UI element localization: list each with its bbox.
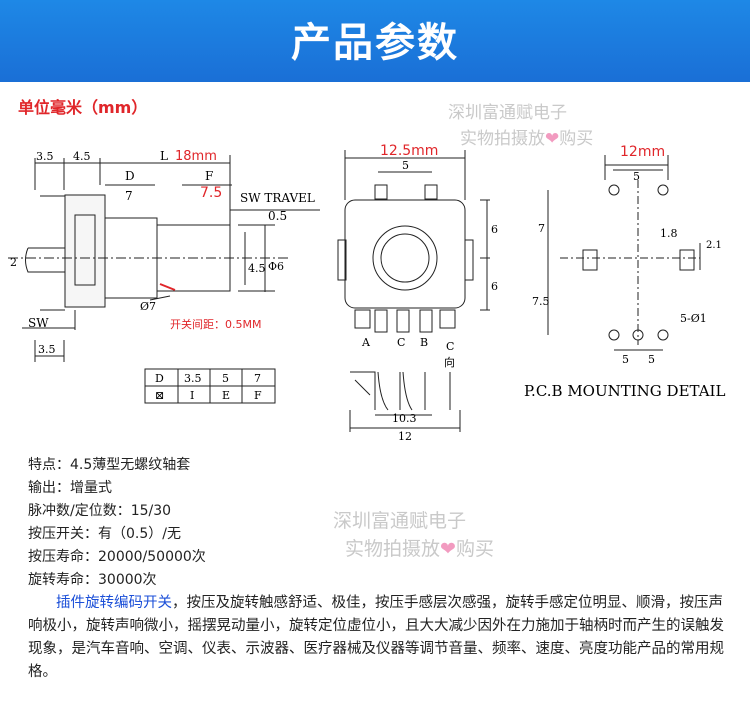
watermark-line3: 深圳富通赋电子 — [333, 510, 467, 532]
dim-F: F — [205, 169, 213, 183]
sw-travel-val: 0.5 — [268, 209, 287, 223]
sw-travel-label: SW TRAVEL — [240, 191, 315, 205]
pcb-d1-8: 1.8 — [660, 227, 678, 240]
dimension-table — [144, 368, 276, 404]
unit-note: 单位毫米（mm） — [18, 98, 148, 117]
front-dim-12: 12 — [398, 430, 412, 443]
pin-B: B — [420, 336, 428, 349]
dim-phi7: Ø7 — [140, 300, 156, 313]
front-right6b: 6 — [491, 280, 498, 293]
switch-gap-note: 开关间距：0.5MM — [170, 317, 261, 331]
table-r2: E — [222, 389, 230, 402]
pcb-hole: 5-Ø1 — [680, 312, 707, 325]
pcb-d7: 7 — [538, 222, 545, 235]
pcb-b5a: 5 — [622, 353, 629, 366]
dim-3-5-top: 3.5 — [36, 150, 54, 163]
page-title: 产品参数 — [291, 20, 459, 66]
sw-label: SW — [28, 316, 49, 330]
spec-rotation-life: 旋转寿命：30000次 — [28, 572, 157, 588]
table-r3: F — [254, 389, 262, 402]
c-direction-2: 向 — [444, 355, 455, 369]
dim-D-val: 7 — [125, 189, 133, 203]
dim-L: L — [160, 149, 168, 163]
table-r0: ⊠ — [155, 389, 164, 402]
pin-C: C — [397, 336, 405, 349]
dim-D: D — [125, 169, 135, 183]
spec-output: 输出：增量式 — [28, 480, 112, 496]
dim-dia-2: 2 — [10, 256, 17, 269]
dim-4-5-right: 4.5 — [248, 262, 266, 275]
table-h1: 3.5 — [184, 372, 202, 385]
product-description: 插件旋转编码开关，按压及旋转触感舒适、极佳，按压手感层次感强，旋转手感定位明显、… — [28, 592, 728, 684]
watermark-line2: 实物拍摄放❤购买 — [460, 129, 594, 149]
table-h0: D — [155, 372, 164, 385]
table-r1: I — [190, 389, 194, 402]
pcb-d7-5: 7.5 — [532, 295, 550, 308]
dim-phi6: Φ6 — [268, 260, 284, 273]
dim-3-5-bottom: 3.5 — [38, 343, 56, 356]
description-text: ，按压及旋转触感舒适、极佳，按压手感层次感强，旋转手感定位明显、顺滑，按压声响极… — [28, 595, 724, 680]
c-direction-1: C — [446, 340, 454, 353]
front-top5: 5 — [402, 159, 409, 172]
front-right6a: 6 — [491, 223, 498, 236]
front-view-drawing — [337, 150, 490, 432]
spec-push-switch: 按压开关：有（0.5）/无 — [28, 526, 181, 542]
spec-pulses: 脉冲数/定位数：15/30 — [28, 503, 172, 519]
front-dim-10-3: 10.3 — [392, 412, 417, 425]
dim-4-5: 4.5 — [73, 150, 91, 163]
pcb-caption: P.C.B MOUNTING DETAIL — [524, 382, 725, 400]
pcb-d2-1: 2.1 — [706, 240, 722, 251]
pcb-b5b: 5 — [648, 353, 655, 366]
dim-L-red: 18mm — [175, 149, 217, 164]
dim-F-red: 7.5 — [200, 185, 222, 201]
front-width-red: 12.5mm — [380, 143, 438, 159]
table-h3: 7 — [254, 372, 261, 385]
watermark-line1: 深圳富通赋电子 — [448, 103, 567, 123]
pcb-width-red: 12mm — [620, 144, 665, 160]
spec-feature: 特点：4.5薄型无螺纹轴套 — [28, 457, 191, 473]
watermark-line4: 实物拍摄放❤购买 — [345, 538, 494, 560]
product-link[interactable]: 插件旋转编码开关 — [56, 595, 172, 611]
pcb-detail-drawing — [547, 155, 701, 351]
pcb-top5: 5 — [633, 170, 640, 183]
spec-push-life: 按压寿命：20000/50000次 — [28, 549, 206, 565]
technical-drawing: 3.5 4.5 L 18mm D 7 F 7.5 SW TRAVEL 0.5 2… — [8, 143, 725, 443]
table-h2: 5 — [222, 372, 229, 385]
pin-A: A — [361, 336, 371, 349]
title-banner: 产品参数 — [0, 0, 750, 82]
side-view-drawing — [8, 155, 320, 362]
